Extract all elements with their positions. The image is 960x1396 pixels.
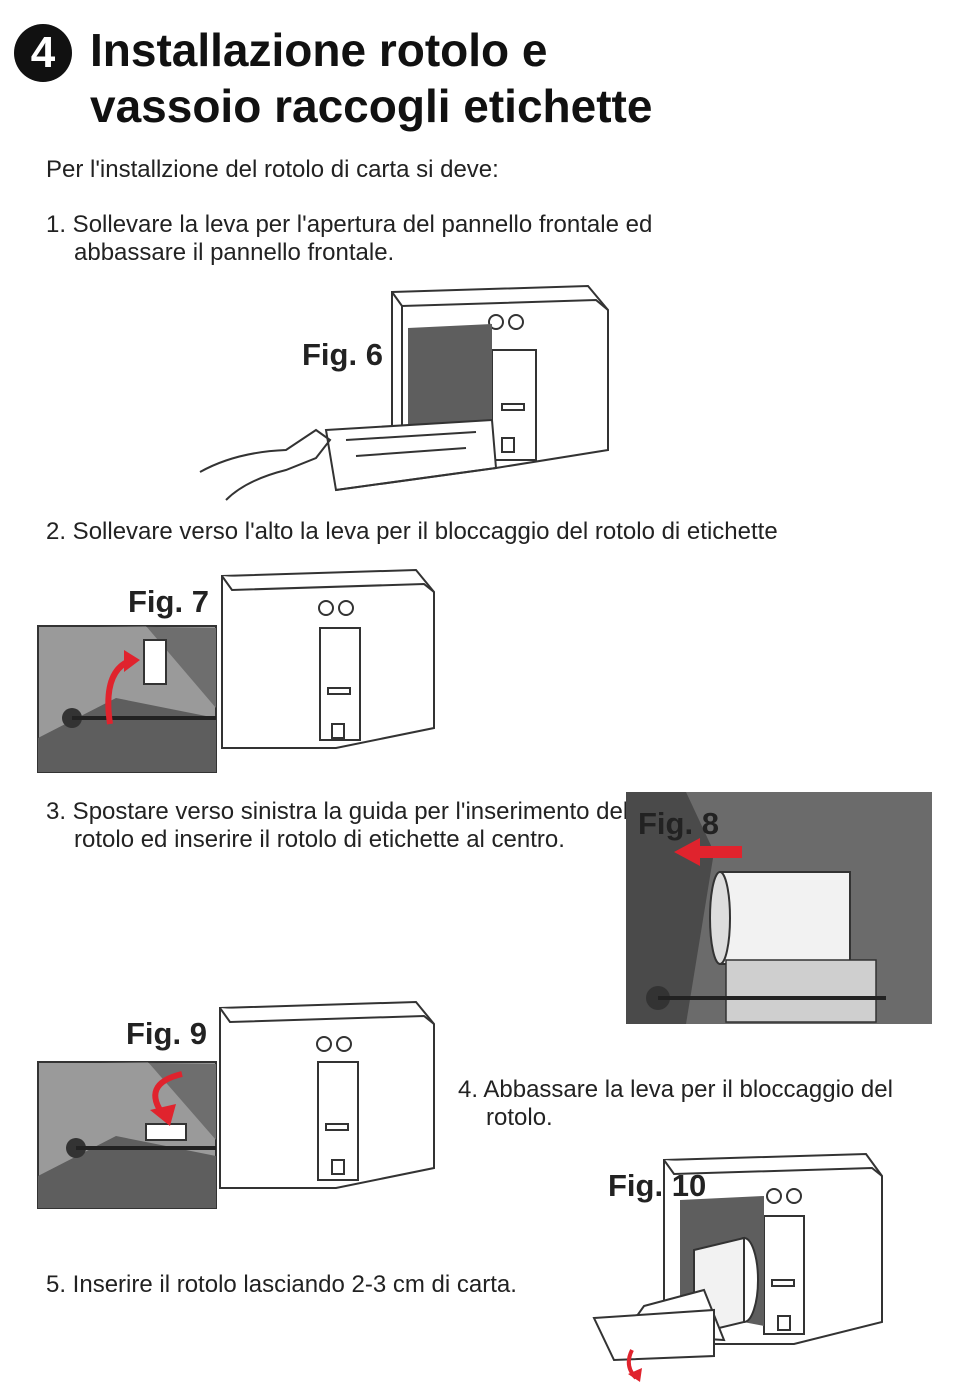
fig-8-illustration [626,792,932,1024]
step-5-text: 5. Inserire il rotolo lasciando 2-3 cm d… [46,1271,517,1298]
fig-7-illustration [37,568,435,773]
step-4-text: 4. Abbassare la leva per il bloccaggio d… [458,1076,893,1131]
step-number-badge: 4 [14,24,72,82]
fig-7-label: Fig. 7 [128,584,209,619]
title-line-2: vassoio raccogli etichette [90,80,653,132]
fig-6-label: Fig. 6 [302,337,383,372]
fig-9-label: Fig. 9 [126,1016,207,1051]
fig-8-label: Fig. 8 [638,806,719,841]
fig-10-illustration [592,1152,883,1382]
fig-10-label: Fig. 10 [608,1168,707,1203]
fig-9-illustration [37,1000,435,1209]
step-2-text: 2. Sollevare verso l'alto la leva per il… [46,518,778,545]
intro-text: Per l'installzione del rotolo di carta s… [46,156,499,183]
page-title: Installazione rotolo e vassoio raccogli … [90,22,910,134]
step-1-text: 1. Sollevare la leva per l'apertura del … [46,211,653,266]
title-line-1: Installazione rotolo e [90,24,548,76]
fig-6-illustration [199,284,609,501]
step-3-text: 3. Spostare verso sinistra la guida per … [46,798,629,853]
